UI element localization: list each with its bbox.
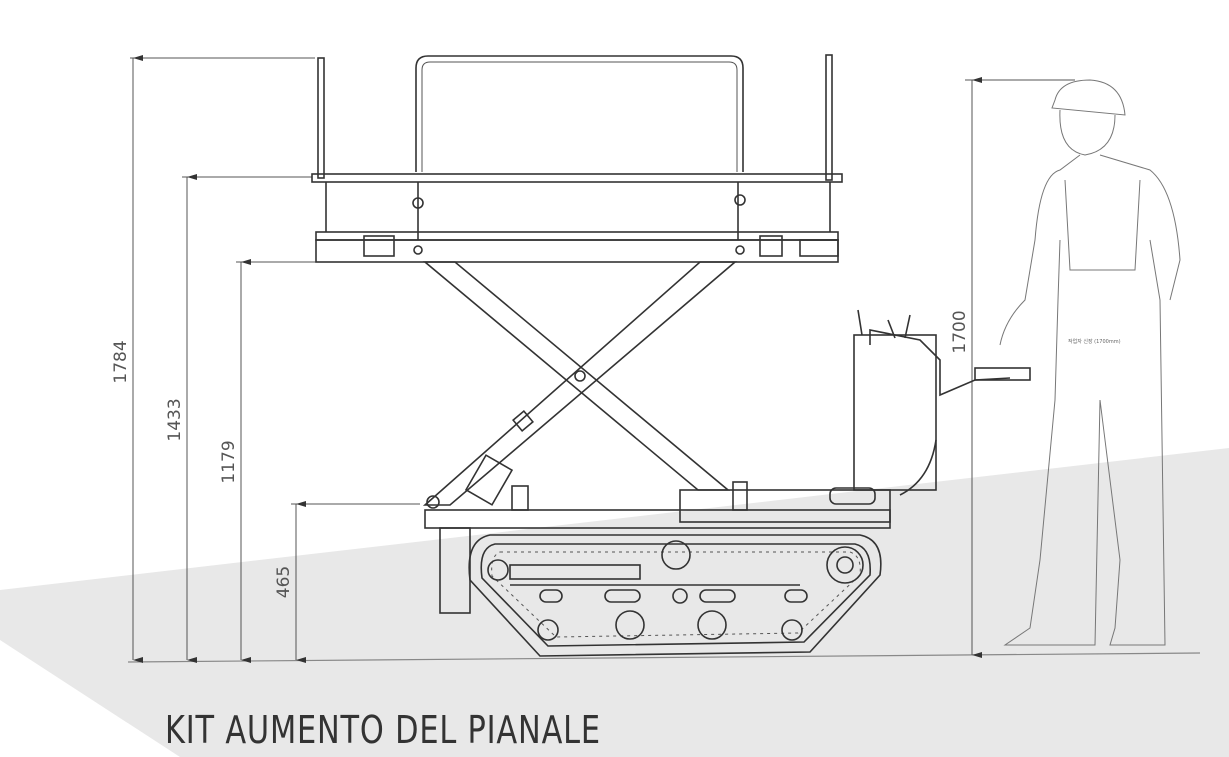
crawler-track [468, 534, 882, 657]
operator-figure: 작업자 신장 (1700mm) [999, 79, 1181, 646]
dimension-1433: 1433 [165, 174, 312, 663]
platform [311, 54, 843, 263]
dimension-label-465: 465 [274, 566, 294, 598]
operator-height-note: 작업자 신장 (1700mm) [1068, 338, 1121, 345]
ground-line [127, 652, 1201, 663]
dimension-label-1700: 1700 [950, 310, 970, 353]
page-title: KIT AUMENTO DEL PIANALE [165, 708, 601, 752]
dimension-1784: 1784 [111, 55, 315, 663]
dimension-label-1784: 1784 [111, 340, 131, 383]
dimension-label-1179: 1179 [219, 440, 239, 483]
chassis [424, 309, 1031, 614]
dimension-1179: 1179 [219, 259, 318, 663]
dimension-label-1433: 1433 [165, 398, 185, 441]
scissor-lift [422, 261, 738, 509]
dimension-1700: 1700 [950, 77, 1075, 658]
dimension-465: 465 [274, 501, 420, 663]
